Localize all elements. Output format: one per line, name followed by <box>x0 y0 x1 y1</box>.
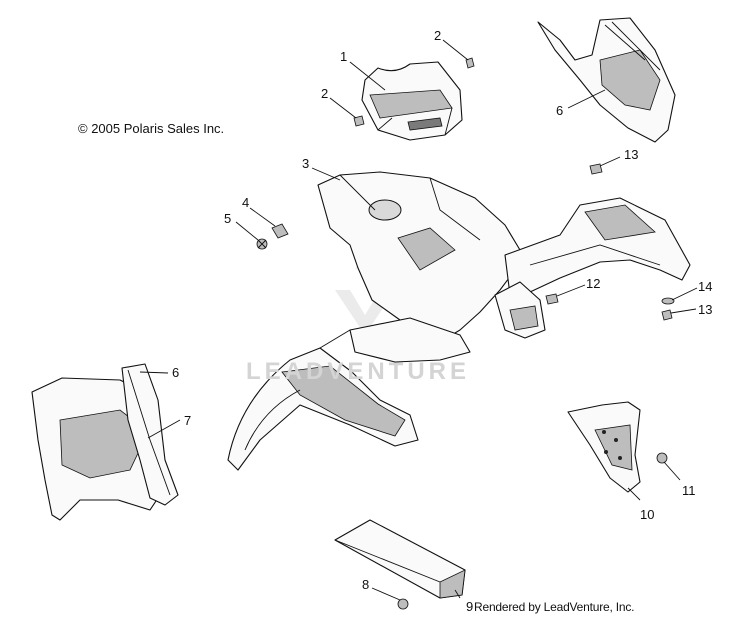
leader-7 <box>147 419 181 439</box>
washer-part-14 <box>661 297 675 305</box>
callout-11: 11 <box>682 483 696 498</box>
screw-part-2-left <box>353 115 365 127</box>
screw-part-11 <box>656 452 668 464</box>
screw-part-2-top <box>465 57 475 69</box>
callout-leaders <box>139 39 698 601</box>
screw-part-8 <box>397 598 409 610</box>
callout-8: 8 <box>362 577 370 592</box>
watermark-text: LEADVENTURE <box>246 358 471 385</box>
leader-10 <box>627 487 641 501</box>
leader-6-left <box>139 371 169 374</box>
leader-3 <box>311 167 341 181</box>
copyright-text: © 2005 Polaris Sales Inc. <box>78 121 225 136</box>
leader-5 <box>235 221 259 241</box>
screw-part-13-top <box>589 163 603 175</box>
leader-4 <box>249 207 276 227</box>
callout-13-bottom: 13 <box>698 302 713 317</box>
leader-6-top <box>567 89 606 109</box>
side-panel-part-6-7 <box>31 363 179 521</box>
callout-9: 9 <box>466 599 474 614</box>
callout-6-left: 6 <box>172 365 180 380</box>
screw-part-5 <box>256 238 268 250</box>
callout-1: 1 <box>340 49 348 64</box>
screw-part-13-bottom <box>661 309 673 321</box>
bracket-part-10 <box>567 401 641 493</box>
plate-part-9 <box>334 519 466 599</box>
callout-6-top: 6 <box>556 103 564 118</box>
leader-13-top <box>599 156 621 167</box>
callout-4: 4 <box>242 195 250 210</box>
leader-12 <box>556 284 586 297</box>
headlight-pod-part-1 <box>361 61 463 141</box>
panel-part-6-top <box>537 17 676 143</box>
leader-14 <box>671 287 698 301</box>
leader-2-left <box>329 97 357 119</box>
leader-1 <box>349 61 386 91</box>
callout-14: 14 <box>698 279 713 294</box>
leader-13-bottom <box>670 308 697 314</box>
clip-part-4 <box>271 223 289 239</box>
bolt-part-12 <box>545 293 559 305</box>
leader-9 <box>454 589 461 599</box>
leader-8 <box>371 587 401 601</box>
leader-11 <box>663 461 681 481</box>
callout-13-top: 13 <box>624 147 639 162</box>
callout-3: 3 <box>302 156 310 171</box>
front-fender-part-3 <box>227 171 691 471</box>
callout-2-left: 2 <box>321 86 329 101</box>
callout-10: 10 <box>640 507 655 522</box>
rendered-by-text: Rendered by LeadVenture, Inc. <box>474 600 635 614</box>
leader-2-top <box>442 39 469 61</box>
callout-5: 5 <box>224 211 232 226</box>
callout-7: 7 <box>184 413 192 428</box>
callout-12: 12 <box>586 276 601 291</box>
callout-2-top: 2 <box>434 28 442 43</box>
